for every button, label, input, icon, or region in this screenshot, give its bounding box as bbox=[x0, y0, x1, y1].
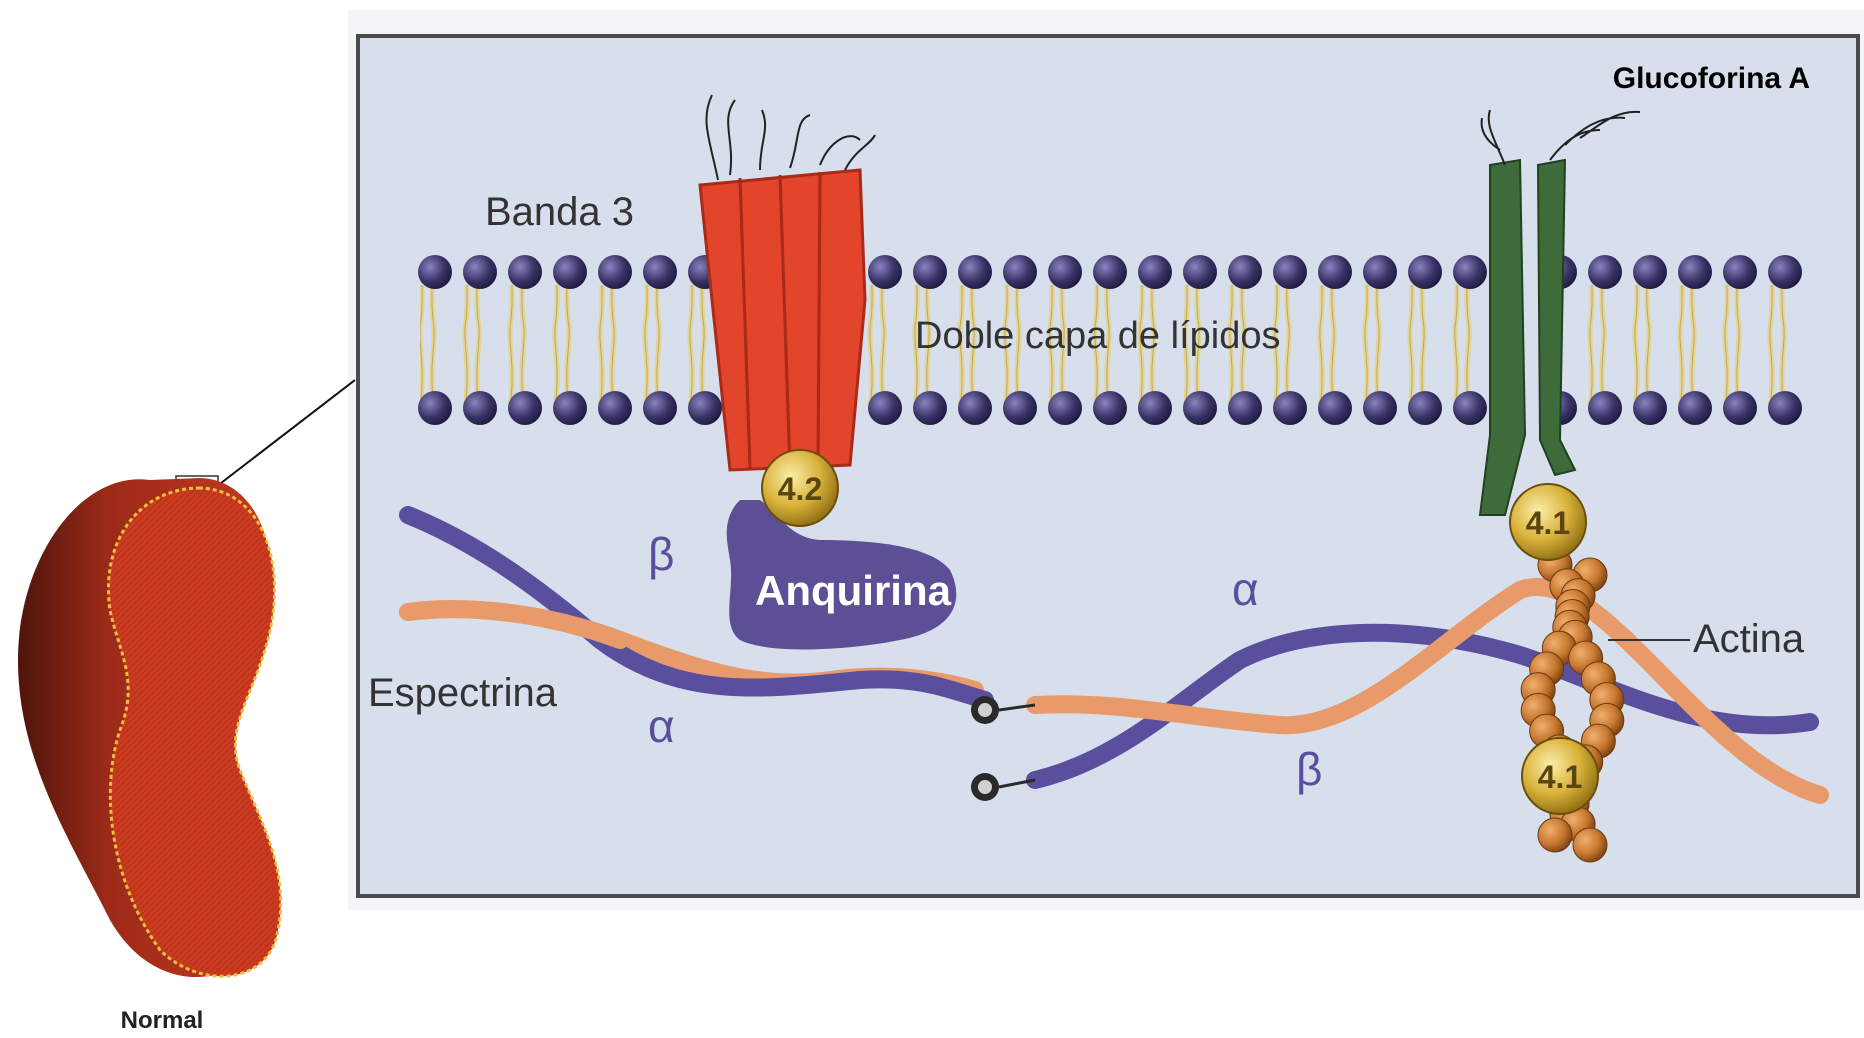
protein-4-2: 4.2 bbox=[762, 450, 838, 526]
lipid-head bbox=[1273, 391, 1307, 425]
lipid-head bbox=[598, 255, 632, 289]
espectrina-label: Espectrina bbox=[368, 671, 558, 715]
anquirina-label: Anquirina bbox=[755, 567, 952, 614]
lipid-head bbox=[1318, 255, 1352, 289]
lipid-head bbox=[1363, 255, 1397, 289]
lipid-head bbox=[1678, 391, 1712, 425]
lipid-head bbox=[1048, 391, 1082, 425]
lipid-head bbox=[508, 391, 542, 425]
lipid-head bbox=[1318, 391, 1352, 425]
lipid-head bbox=[868, 391, 902, 425]
lipid-head bbox=[1768, 255, 1802, 289]
lipid-head bbox=[1723, 255, 1757, 289]
lipid-head bbox=[1588, 255, 1622, 289]
lipid-head bbox=[598, 391, 632, 425]
lipid-head bbox=[643, 255, 677, 289]
lipid-head bbox=[1138, 255, 1172, 289]
protein-4-1-top-label: 4.1 bbox=[1526, 505, 1570, 541]
lipid-head bbox=[688, 391, 722, 425]
diagram-panel bbox=[348, 10, 1864, 910]
actin-bead bbox=[1538, 818, 1572, 852]
bilayer-label: Doble capa de lípidos bbox=[915, 315, 1280, 357]
lipid-head bbox=[508, 255, 542, 289]
lipid-head bbox=[913, 255, 947, 289]
lipid-head bbox=[1228, 391, 1262, 425]
banda3-label: Banda 3 bbox=[485, 190, 634, 234]
beta-left-label: β bbox=[648, 528, 674, 580]
lipid-head bbox=[1633, 391, 1667, 425]
lipid-head bbox=[958, 391, 992, 425]
red-blood-cell bbox=[18, 478, 281, 977]
protein-4-1-bottom-label: 4.1 bbox=[1538, 759, 1582, 795]
lipid-head bbox=[643, 391, 677, 425]
alpha-left-label: α bbox=[648, 700, 675, 752]
lipid-head bbox=[463, 391, 497, 425]
lipid-head bbox=[1408, 255, 1442, 289]
lipid-head bbox=[1093, 391, 1127, 425]
lipid-head bbox=[1093, 255, 1127, 289]
lipid-head bbox=[553, 255, 587, 289]
beta-right-label: β bbox=[1296, 743, 1322, 795]
lipid-head bbox=[1003, 391, 1037, 425]
glucoforina-label: Glucoforina A bbox=[1613, 62, 1810, 95]
lipid-head bbox=[1048, 255, 1082, 289]
lipid-head bbox=[1633, 255, 1667, 289]
lipid-heads-inner bbox=[418, 391, 1802, 425]
alpha-right-label: α bbox=[1232, 563, 1259, 615]
protein-4-2-label: 4.2 bbox=[778, 471, 822, 507]
lipid-head bbox=[1363, 391, 1397, 425]
lipid-head bbox=[1768, 391, 1802, 425]
lipid-head bbox=[1003, 255, 1037, 289]
lipid-head bbox=[958, 255, 992, 289]
lipid-head bbox=[553, 391, 587, 425]
lipid-head bbox=[1228, 255, 1262, 289]
lipid-head bbox=[1273, 255, 1307, 289]
lipid-head bbox=[913, 391, 947, 425]
lipid-head bbox=[463, 255, 497, 289]
lipid-head bbox=[418, 255, 452, 289]
lipid-head bbox=[1723, 391, 1757, 425]
normal-label: Normal bbox=[121, 1007, 204, 1034]
lipid-head bbox=[1588, 391, 1622, 425]
lipid-head bbox=[1183, 255, 1217, 289]
lipid-head bbox=[1408, 391, 1442, 425]
protein-4-1-bottom: 4.1 bbox=[1522, 738, 1598, 814]
lipid-head bbox=[1678, 255, 1712, 289]
lipid-head bbox=[1183, 391, 1217, 425]
lipid-head bbox=[868, 255, 902, 289]
lipid-head bbox=[418, 391, 452, 425]
lipid-head bbox=[1138, 391, 1172, 425]
lipid-heads-outer bbox=[418, 255, 1802, 289]
protein-4-1-top: 4.1 bbox=[1510, 484, 1586, 560]
lipid-head bbox=[1453, 391, 1487, 425]
actin-bead bbox=[1573, 828, 1607, 862]
actina-label: Actina bbox=[1693, 617, 1805, 661]
lipid-head bbox=[1453, 255, 1487, 289]
